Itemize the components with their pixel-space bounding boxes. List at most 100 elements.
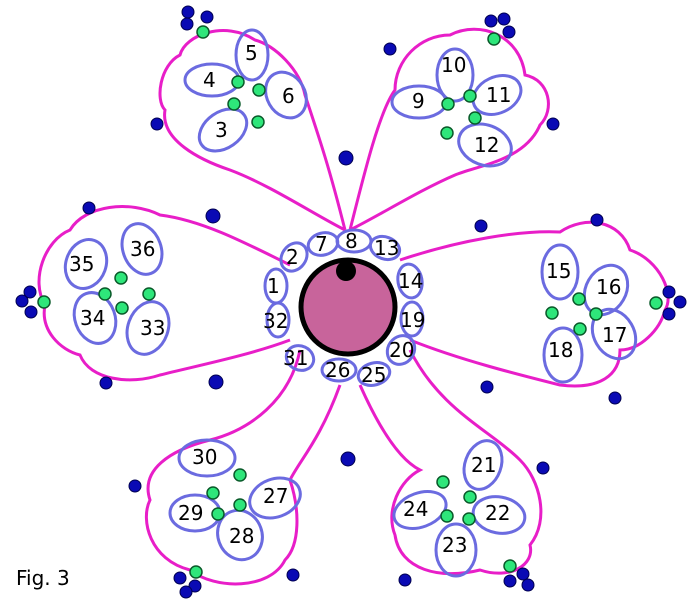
join-dot bbox=[233, 498, 247, 512]
label-28: 28 bbox=[229, 524, 254, 548]
label-24: 24 bbox=[403, 497, 428, 521]
flower-rings bbox=[63, 28, 638, 578]
picot-dot bbox=[546, 117, 560, 131]
center-ring bbox=[263, 228, 425, 387]
picot-dot bbox=[24, 305, 38, 319]
ring-30 bbox=[177, 438, 237, 478]
join-dot bbox=[98, 287, 112, 301]
ring-28 bbox=[216, 508, 264, 562]
petal-bottom-right bbox=[358, 349, 543, 576]
label-9: 9 bbox=[412, 89, 425, 113]
join-dot bbox=[436, 475, 450, 489]
label-30: 30 bbox=[192, 445, 217, 469]
picot-dot bbox=[173, 571, 187, 585]
join-dot bbox=[440, 509, 454, 523]
ring-10 bbox=[435, 47, 475, 103]
picot-dot bbox=[480, 380, 494, 394]
join-dot bbox=[37, 295, 51, 309]
join-dot bbox=[573, 322, 587, 336]
join-dots bbox=[37, 25, 663, 579]
label-12: 12 bbox=[474, 133, 499, 157]
picot-dot bbox=[286, 568, 300, 582]
center-ring-20 bbox=[385, 334, 417, 366]
join-dot bbox=[142, 287, 156, 301]
ring-3 bbox=[197, 107, 249, 153]
center-ring-14 bbox=[396, 262, 424, 300]
join-dot bbox=[589, 307, 603, 321]
picot-dot bbox=[340, 451, 356, 467]
label-13: 13 bbox=[374, 236, 399, 260]
join-dot bbox=[649, 296, 663, 310]
label-6: 6 bbox=[282, 84, 295, 108]
join-dot bbox=[441, 97, 455, 111]
ring-21 bbox=[462, 439, 504, 491]
picot-dots bbox=[15, 5, 687, 599]
ring-22 bbox=[471, 495, 527, 535]
join-dot bbox=[196, 25, 210, 39]
ring-33 bbox=[125, 300, 171, 356]
picot-dot bbox=[128, 479, 142, 493]
picot-dot bbox=[590, 213, 604, 227]
label-29: 29 bbox=[178, 501, 203, 525]
label-11: 11 bbox=[486, 83, 511, 107]
label-26: 26 bbox=[325, 358, 350, 382]
center-ring-26 bbox=[320, 357, 358, 383]
label-14: 14 bbox=[398, 269, 423, 293]
picot-dot bbox=[516, 567, 530, 581]
join-dot bbox=[233, 468, 247, 482]
label-21: 21 bbox=[471, 453, 496, 477]
center-ring-2 bbox=[279, 241, 309, 273]
center bbox=[298, 257, 398, 357]
center-ring-13 bbox=[368, 234, 402, 262]
label-10: 10 bbox=[441, 53, 466, 77]
petal-left bbox=[37, 205, 291, 382]
picot-dot bbox=[150, 117, 164, 131]
join-dot bbox=[114, 271, 128, 285]
label-1: 1 bbox=[267, 274, 280, 298]
petal-bottom-left bbox=[144, 349, 342, 586]
picot-dot bbox=[536, 461, 550, 475]
ring-11 bbox=[471, 74, 523, 116]
label-34: 34 bbox=[80, 306, 105, 330]
label-18: 18 bbox=[548, 338, 573, 362]
ring-5 bbox=[234, 28, 270, 82]
join-dot bbox=[572, 292, 586, 306]
join-dot bbox=[227, 97, 241, 111]
picot-dot bbox=[484, 14, 498, 28]
picot-dot bbox=[398, 573, 412, 587]
label-2: 2 bbox=[286, 245, 299, 269]
center-ring-31 bbox=[284, 344, 316, 372]
ring-34 bbox=[72, 291, 118, 345]
label-4: 4 bbox=[203, 68, 216, 92]
ring-15 bbox=[540, 243, 580, 301]
label-8: 8 bbox=[345, 229, 358, 253]
picot-dot bbox=[23, 285, 37, 299]
label-5: 5 bbox=[245, 41, 258, 65]
picot-dot bbox=[200, 10, 214, 24]
picot-dot bbox=[82, 201, 96, 215]
picot-dot bbox=[503, 574, 517, 588]
label-17: 17 bbox=[602, 323, 627, 347]
ring-36 bbox=[120, 222, 164, 276]
petal-right bbox=[399, 220, 670, 388]
picot-dot bbox=[208, 374, 224, 390]
label-3: 3 bbox=[215, 118, 228, 142]
label-16: 16 bbox=[596, 275, 621, 299]
ring-23 bbox=[434, 522, 478, 578]
picot-dot bbox=[662, 285, 676, 299]
join-dot bbox=[252, 83, 266, 97]
join-dot bbox=[487, 32, 501, 46]
picot-dot bbox=[338, 150, 354, 166]
join-dot bbox=[463, 490, 477, 504]
label-32: 32 bbox=[263, 309, 288, 333]
picot-dot bbox=[662, 307, 676, 321]
join-dot bbox=[503, 559, 517, 573]
label-25: 25 bbox=[361, 363, 386, 387]
ring-6 bbox=[264, 70, 308, 120]
flower-ring-labels: 3 4 5 6 9 10 11 12 15 16 17 18 21 22 23 … bbox=[69, 41, 627, 557]
label-19: 19 bbox=[400, 308, 425, 332]
label-35: 35 bbox=[69, 252, 94, 276]
join-dot bbox=[545, 306, 559, 320]
center-ring-32 bbox=[265, 301, 291, 339]
